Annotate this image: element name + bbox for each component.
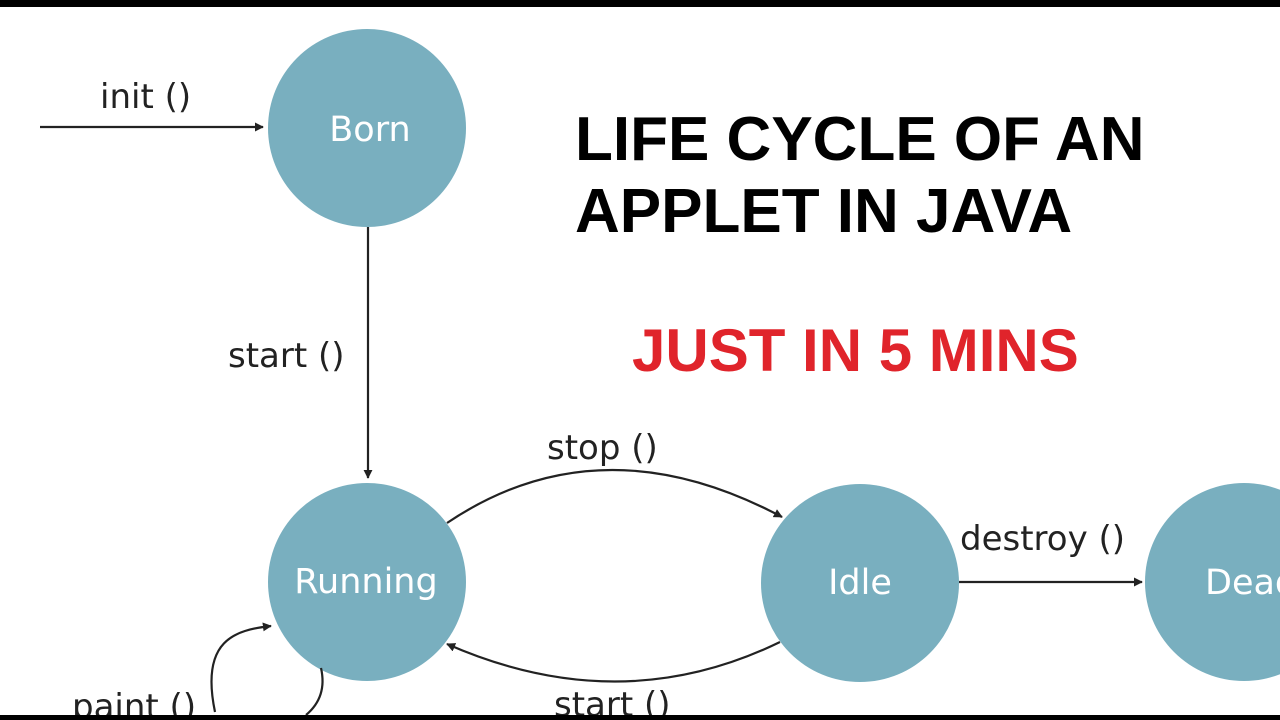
init-label: init () [100, 77, 191, 117]
dead-state-label: Dead [1205, 563, 1280, 603]
born-state-node [268, 29, 466, 227]
start-back-arrow [446, 641, 781, 683]
destroy-label: destroy () [960, 519, 1125, 559]
page-title: LIFE CYCLE OF AN APPLET IN JAVA [575, 104, 1144, 248]
start-back-label: start () [554, 685, 671, 720]
paint-label: paint () [72, 687, 196, 720]
idle-state-label: Idle [828, 563, 892, 603]
bottom-border [0, 715, 1280, 720]
dead-state-node [1145, 483, 1280, 681]
paint-loop-arrow [210, 622, 272, 713]
top-border [0, 0, 1280, 7]
stop-label: stop () [547, 428, 658, 468]
title-line-2: APPLET IN JAVA [575, 177, 1073, 246]
running-state-node [268, 483, 466, 681]
subtitle: JUST IN 5 MINS [632, 317, 1079, 384]
paint-loop-tail [305, 667, 324, 716]
running-state-label: Running [294, 562, 437, 602]
stop-arrow [446, 468, 783, 524]
born-state-label: Born [329, 110, 410, 150]
start-label: start () [228, 336, 345, 376]
title-line-1: LIFE CYCLE OF AN [575, 105, 1145, 174]
idle-state-node [761, 484, 959, 682]
